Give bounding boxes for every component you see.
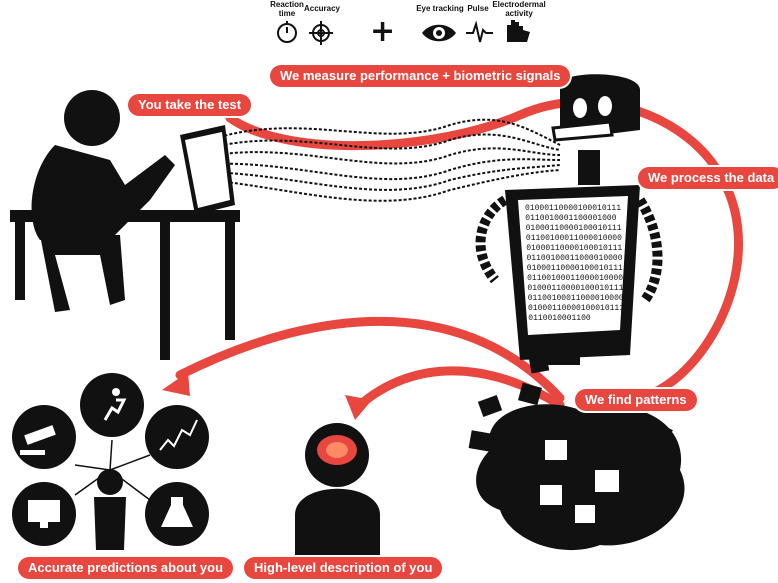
- robot-screen-line: 01100100011000010000: [528, 294, 624, 303]
- running-person-icon: [80, 373, 144, 437]
- robot-screen-line: 01000110000100010111: [527, 284, 623, 293]
- person-head-brain: [295, 423, 380, 575]
- accuracy-label: Accuracy: [303, 4, 341, 13]
- robot-screen-line: 01000110000100010111: [527, 264, 623, 273]
- measure-label: We measure performance + biometric signa…: [270, 65, 571, 87]
- prediction-hub: [12, 373, 209, 550]
- reaction-time-label: Reaction time: [270, 0, 304, 18]
- robot-screen-line: 01000110000100010111: [528, 304, 624, 313]
- robot-screen-line: 01000110000100010111: [525, 204, 621, 213]
- robot-screen-line: 01100100011000010000: [526, 234, 622, 243]
- electrodermal-label: Electrodermal activity: [492, 0, 546, 18]
- crosshair-icon: [309, 21, 333, 45]
- robot-screen-line: 0110010001100001000: [525, 214, 616, 223]
- pulse-label: Pulse: [467, 4, 489, 13]
- patterns-label: We find patterns: [575, 389, 697, 411]
- pulse-icon: [466, 20, 493, 43]
- eye-icon: [422, 24, 456, 42]
- robot-screen-line: 0110010001100: [528, 314, 591, 323]
- trend-chart-icon: [145, 405, 209, 469]
- robot-screen-line: 01000110000100010111: [526, 224, 622, 233]
- stopwatch-icon: [277, 21, 297, 43]
- arrowhead-description: [345, 395, 372, 420]
- take-test-label: You take the test: [128, 94, 252, 116]
- robot-screen-line: 01000110000100010111: [526, 244, 622, 253]
- description-label: High-level description of you: [244, 557, 443, 579]
- brain-puzzle: [468, 354, 685, 551]
- robot-screen-line: 01100100011000010000: [527, 254, 623, 263]
- data-streams: [209, 118, 561, 202]
- person-at-desk: [10, 90, 240, 360]
- predictions-label: Accurate predictions about you: [18, 557, 234, 579]
- plus-sign: +: [370, 14, 396, 49]
- hand-icon: [507, 20, 530, 42]
- process-label: We process the data: [638, 167, 778, 189]
- robot-screen-line: 01100100011000010000: [527, 274, 623, 283]
- eye-tracking-label: Eye tracking: [416, 4, 464, 13]
- arrowhead-predictions: [162, 372, 190, 396]
- robot: [475, 74, 663, 365]
